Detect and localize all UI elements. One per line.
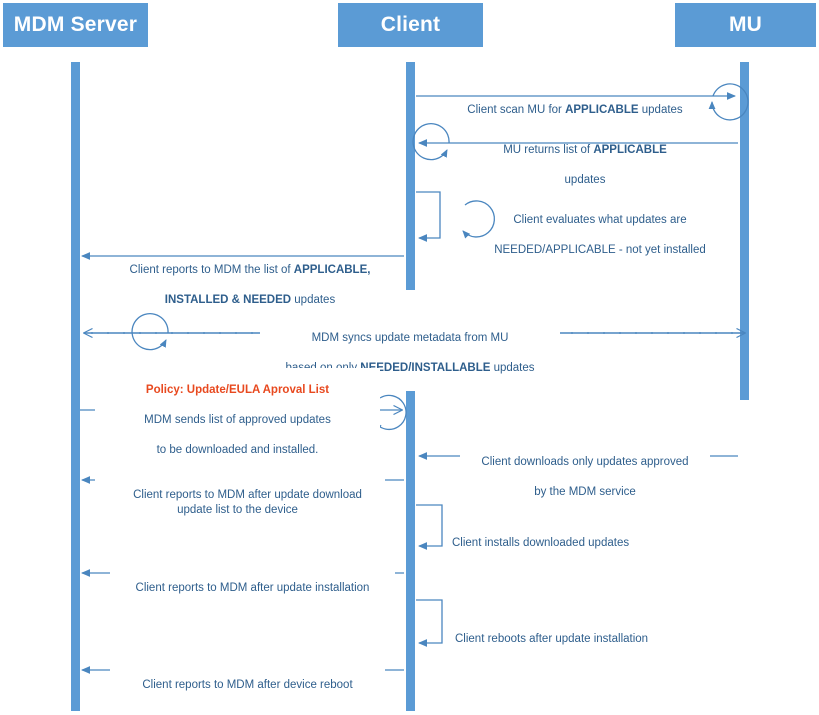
message-label-m4: Client reports to MDM the list of APPLIC… [105,248,395,323]
actor-label-client: Client [380,13,441,36]
actor-label-mu: MU [728,13,763,36]
message-label-m8: Client reports to MDM after update downl… [110,473,385,503]
m1-text-prefix: Client scan MU for [467,104,566,116]
message-label-m11: Client reboots after update installation [455,617,705,647]
message-label-m1: Client scan MU for APPLICABLE updates [450,88,700,118]
actor-header-mdm-server[interactable]: MDM Server [3,3,148,47]
m2-line-1: MU returns list of APPLICABLE [470,143,700,158]
m3-line-2: NEEDED/APPLICABLE - not yet installed [494,244,706,256]
lifeline-mu [740,62,749,400]
message-label-m12: Client reports to MDM after device reboo… [110,663,385,693]
m2-line-2: updates [564,174,606,186]
lifeline-client-lower [406,382,415,711]
m5-line-1: MDM syncs update metadata from MU [311,332,509,344]
m7-line-2: by the MDM service [534,486,636,498]
message-label-m6: Policy: Update/EULA Aproval List MDM sen… [95,368,380,533]
lifeline-client-upper [406,62,415,290]
message-label-m3: Client evaluates what updates are NEEDED… [480,198,720,273]
message-label-m10: Client reports to MDM after update insta… [110,566,395,596]
m5-line2-bold: NEEDED/INSTALLABLE [360,362,491,374]
m3-line-1: Client evaluates what updates are [513,214,687,226]
arrow-m9-client-installs-updates [416,504,443,550]
m4-line2-bold: INSTALLED & NEEDED [164,294,292,306]
actor-label-mdm-server: MDM Server [13,13,138,36]
m4-text-bold: APPLICABLE, [293,264,371,276]
m11-line-1: Client reboots after update installation [455,633,649,645]
m6-line-4: update list to the device [177,504,298,516]
actor-header-client[interactable]: Client [338,3,483,47]
m6-line-1: MDM sends list of approved updates [144,414,331,426]
m4-line-1: Client reports to MDM the list of APPLIC… [105,263,395,278]
m1-text-suffix: updates [638,104,683,116]
m10-line-1: Client reports to MDM after update insta… [135,582,370,594]
m7-line-1: Client downloads only updates approved [481,456,689,468]
m4-line-2: INSTALLED & NEEDED updates [105,293,395,308]
m6-policy-line: Policy: Update/EULA Aproval List [145,384,330,396]
message-label-m7: Client downloads only updates approved b… [460,440,710,515]
arrow-m11-client-reboots [416,599,443,647]
m1-text-bold: APPLICABLE [565,104,639,116]
m12-line-1: Client reports to MDM after device reboo… [142,679,353,691]
m2-text-prefix: MU returns list of [503,144,594,156]
m2-text-bold: APPLICABLE [593,144,667,156]
actor-header-mu[interactable]: MU [675,3,816,47]
lifeline-mdm-server [71,62,80,711]
m4-text-prefix: Client reports to MDM the list of [129,264,294,276]
message-label-m9: Client installs downloaded updates [452,521,692,551]
m6-line-2: to be downloaded and installed. [156,444,319,456]
m9-line-1: Client installs downloaded updates [452,537,630,549]
m8-line-1: Client reports to MDM after update downl… [133,489,362,501]
message-label-m2: MU returns list of APPLICABLE updates [470,128,700,203]
m5-line2-tail: updates [490,362,535,374]
m4-line2-tail: updates [291,294,336,306]
